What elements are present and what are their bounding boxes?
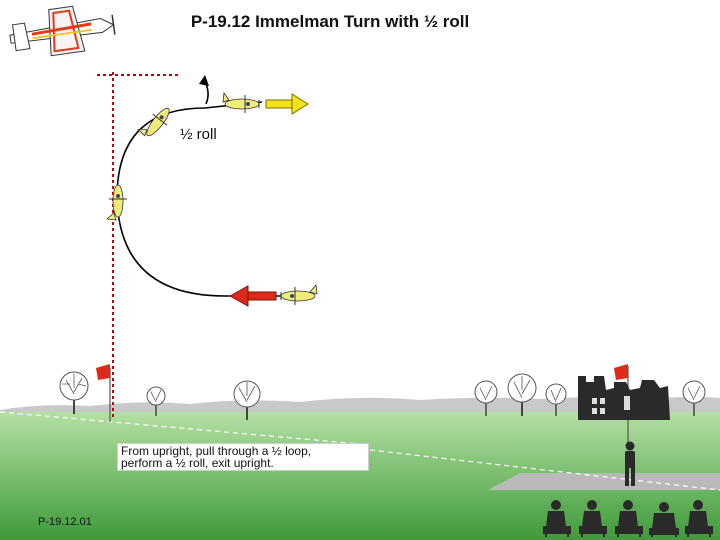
- tree-icon: [59, 371, 89, 414]
- description-line-1: From upright, pull through a ½ loop,: [121, 444, 312, 458]
- description-line-2: perform a ½ roll, exit upright.: [121, 456, 274, 470]
- tree-icon: [233, 380, 261, 420]
- tree-icon: [545, 383, 567, 416]
- aerobatic-plane-icon: [9, 5, 116, 57]
- page-title: P-19.12 Immelman Turn with ½ roll: [190, 12, 470, 31]
- seated-judge-icon: [649, 502, 679, 537]
- maneuver-description: From upright, pull through a ½ loop, per…: [117, 443, 369, 471]
- tree-icon: [146, 386, 166, 416]
- seated-judge-icon: [685, 500, 713, 537]
- plane-exit-icon: [222, 91, 260, 113]
- figure-code: P-19.12.01: [38, 516, 92, 528]
- roll-indicator-arrowhead: [199, 75, 209, 86]
- plane-entry-icon: [280, 284, 318, 305]
- red-flag-icon: [96, 364, 111, 422]
- seated-judge-icon: [543, 500, 571, 537]
- roll-annotation: ½ roll: [180, 126, 217, 143]
- pilot-icon: [625, 441, 635, 486]
- plane-rolling-icon: [137, 107, 170, 137]
- exit-arrow-icon: [265, 93, 309, 115]
- sightline-right: [369, 449, 720, 491]
- seated-judge-icon: [579, 500, 607, 537]
- seated-judge-icon: [615, 500, 643, 537]
- tree-icon: [474, 380, 498, 416]
- sightline-left: [0, 411, 361, 445]
- tree-icon: [682, 380, 706, 416]
- plane-vertical-icon: [106, 184, 127, 221]
- castle-ruin-icon: [578, 376, 670, 420]
- entry-arrow-icon: [228, 285, 277, 307]
- runway: [488, 473, 720, 490]
- tree-icon: [507, 373, 537, 416]
